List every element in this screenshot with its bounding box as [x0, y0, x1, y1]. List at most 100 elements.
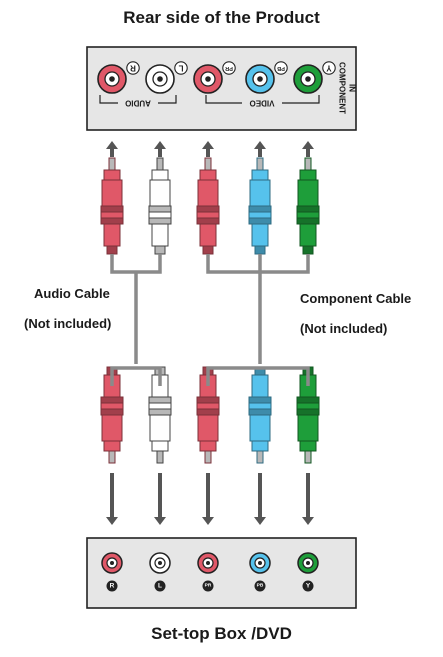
- lower-plug-1: [100, 366, 124, 464]
- lower-plug-4-part: [251, 374, 269, 398]
- component-in-label-2: IN: [348, 84, 357, 92]
- lower-plug-4-part: [248, 396, 272, 404]
- lower-plug-3-part: [199, 440, 217, 452]
- lower-plug-2-part: [149, 414, 171, 442]
- product-jack-pin: [257, 76, 263, 82]
- component-cable-label: Component Cable: [300, 291, 412, 306]
- upper-plug-1-part: [100, 205, 124, 213]
- lower-plug-5-part: [297, 414, 319, 442]
- lower-plug-5-part: [299, 440, 317, 452]
- source-jack-label-badge: [202, 580, 214, 592]
- source-jack-label-pr: PR: [205, 583, 212, 589]
- lower-plug-1-part: [103, 440, 121, 452]
- product-jack-label-badge: [222, 61, 236, 75]
- product-jack-pin: [157, 76, 163, 82]
- lower-plug-5-part: [304, 450, 312, 464]
- down-arrow-4: [254, 517, 266, 525]
- upper-plug-3-part: [202, 245, 214, 255]
- upper-plug-3: [196, 157, 220, 255]
- up-arrow-4: [254, 141, 266, 149]
- source-jack-pin: [110, 561, 114, 565]
- product-jack-label-badge: [126, 61, 140, 75]
- upper-plug-5-part: [302, 245, 314, 255]
- upper-plug-2-part: [148, 205, 172, 213]
- lower-plug-3-part: [204, 450, 212, 464]
- upper-plug-1-part: [106, 245, 118, 255]
- product-jack-label-badge: [274, 61, 288, 75]
- upper-plug-4-part: [256, 157, 264, 171]
- source-jack-label-badge: [254, 580, 266, 592]
- audio-cable-wire: [110, 254, 162, 386]
- source-device-panel: [86, 537, 357, 609]
- source-jack-label-l: L: [158, 583, 162, 590]
- product-jack-pin: [305, 76, 311, 82]
- upper-plug-5-part: [299, 223, 317, 247]
- lower-plug-2-part: [151, 440, 169, 452]
- upper-plug-2-part: [151, 169, 169, 181]
- lower-plug-4-part: [248, 402, 272, 410]
- source-jack-label-badge: [106, 580, 118, 592]
- upper-plug-4-part: [248, 217, 272, 225]
- lower-plug-5-part: [296, 408, 320, 416]
- upper-plug-3-part: [196, 211, 220, 219]
- upper-plug-3-part: [197, 179, 219, 207]
- source-jack-pin: [158, 561, 162, 565]
- lower-plug-1-part: [100, 408, 124, 416]
- lower-plug-3-part: [196, 408, 220, 416]
- up-arrow-3: [202, 141, 214, 149]
- lower-plug-3-part: [196, 402, 220, 410]
- audio-cable-label: Audio Cable: [34, 286, 110, 301]
- upper-plug-2-part: [154, 245, 166, 255]
- source-jack-pin: [258, 561, 262, 565]
- upper-plug-2-part: [148, 217, 172, 225]
- upper-plug-2-part: [149, 179, 171, 207]
- upper-plug-4-part: [251, 169, 269, 181]
- lower-plug-2-part: [148, 396, 172, 404]
- down-arrow-3: [202, 517, 214, 525]
- product-jack-label-l: L: [178, 64, 183, 73]
- component-cable-wire: [206, 254, 310, 386]
- upper-plug-5-part: [304, 157, 312, 171]
- lower-plug-4-part: [256, 450, 264, 464]
- source-jack-label-badge: [302, 580, 314, 592]
- lower-plug-4-part: [249, 414, 271, 442]
- product-jack-label-pb: PB: [277, 65, 285, 71]
- audio-cable-note: (Not included): [24, 316, 112, 331]
- lower-plug-1-part: [100, 396, 124, 404]
- source-jack-pin: [306, 561, 310, 565]
- component-in-label: COMPONENT: [338, 62, 347, 114]
- video-group-label: VIDEO: [250, 99, 275, 108]
- lower-plug-1-part: [108, 450, 116, 464]
- lower-plug-5-part: [296, 396, 320, 404]
- lower-plug-3-part: [196, 396, 220, 404]
- upper-plug-4-part: [248, 205, 272, 213]
- video-group-label-bg: [242, 97, 282, 109]
- product-jack-label-badge: [174, 61, 188, 75]
- lower-plug-1-part: [101, 414, 123, 442]
- upper-plug-4-part: [249, 179, 271, 207]
- source-jack-label-y: Y: [306, 583, 311, 590]
- upper-plug-5: [296, 157, 320, 255]
- audio-group-label: AUDIO: [125, 99, 151, 108]
- product-jack-pin: [109, 76, 115, 82]
- lower-plug-4-part: [251, 440, 269, 452]
- lower-plug-4-part: [248, 408, 272, 416]
- upper-plug-2-part: [148, 211, 172, 219]
- upper-plug-4-part: [251, 223, 269, 247]
- source-jack-label-pb: PB: [257, 583, 264, 589]
- down-arrow-2: [154, 517, 166, 525]
- product-jack-label-r: R: [130, 64, 136, 73]
- down-arrow-5: [302, 517, 314, 525]
- upper-plug-5-part: [297, 179, 319, 207]
- source-jack-pin: [206, 561, 210, 565]
- upper-plug-5-part: [296, 217, 320, 225]
- upper-plug-1-part: [103, 223, 121, 247]
- upper-plug-4-part: [248, 211, 272, 219]
- upper-plug-2-part: [151, 223, 169, 247]
- lower-plug-3-part: [197, 414, 219, 442]
- upper-plug-1-part: [103, 169, 121, 181]
- product-jack-pin: [205, 76, 211, 82]
- lower-plug-2-part: [148, 408, 172, 416]
- source-jack-label-r: R: [110, 583, 115, 590]
